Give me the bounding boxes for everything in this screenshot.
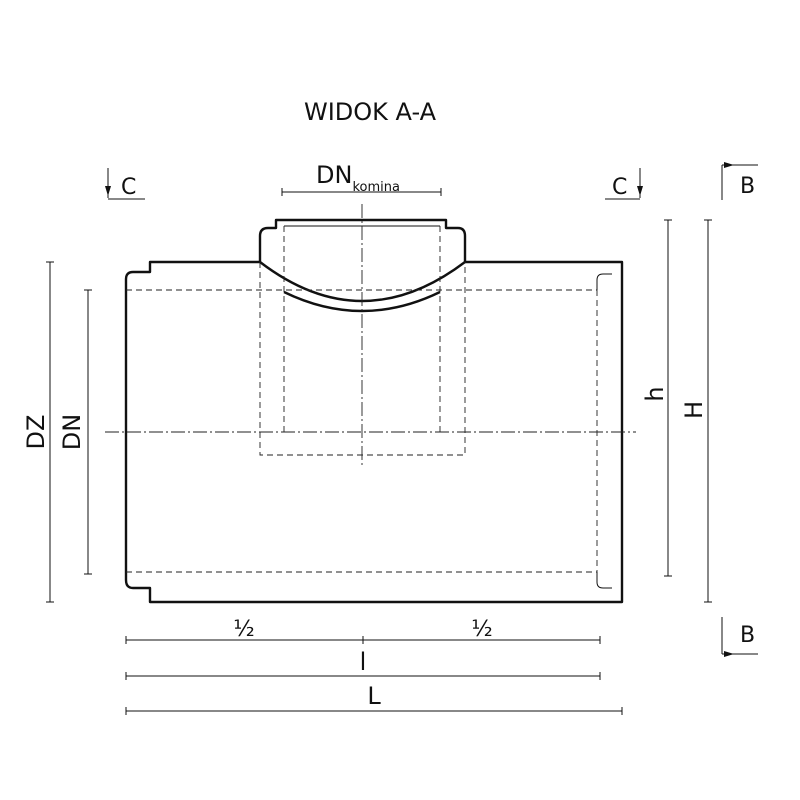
socket-inner-bottom xyxy=(596,572,612,589)
section-b-top-arrow xyxy=(724,162,734,168)
h-label: h xyxy=(641,386,669,401)
section-b-bottom-label: B xyxy=(740,623,755,648)
dn-label: DN xyxy=(58,414,86,450)
section-c-right-arrow xyxy=(637,186,643,196)
section-c-right-label: C xyxy=(612,175,627,200)
section-b-bottom-arrow xyxy=(724,651,734,657)
l-label: l xyxy=(360,648,367,676)
dn-chimney-label: DNkomina xyxy=(316,161,400,195)
L-label: L xyxy=(367,682,381,710)
H-label: H xyxy=(680,401,708,419)
section-b-top-label: B xyxy=(740,174,755,199)
half-left-label: ½ xyxy=(233,617,254,642)
dn-chimney-subscript: komina xyxy=(352,180,400,195)
half-right-label: ½ xyxy=(471,617,492,642)
view-title: WIDOK A-A xyxy=(304,98,437,126)
hidden-branch-outer xyxy=(259,262,466,456)
chimney-neck xyxy=(258,218,467,262)
dz-label: DZ xyxy=(22,415,50,450)
section-c-left-label: C xyxy=(121,175,136,200)
socket-inner xyxy=(596,273,612,290)
pipe-outline xyxy=(124,260,624,604)
section-c-left-arrow xyxy=(105,186,111,196)
